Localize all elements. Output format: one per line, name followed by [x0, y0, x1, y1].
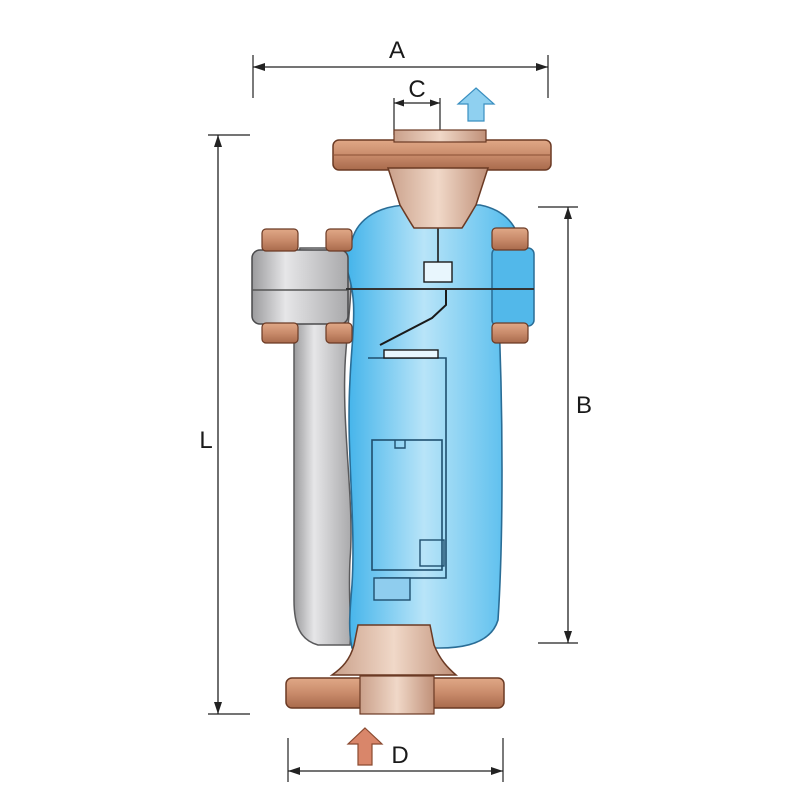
arrowhead-icon	[430, 99, 440, 107]
float-notch	[394, 440, 406, 449]
bolt-icon	[261, 322, 299, 344]
arrowhead-icon	[288, 767, 300, 775]
dimension-c: C	[393, 76, 441, 135]
float-counterweight	[419, 539, 445, 567]
dimension-d-label: D	[391, 742, 408, 769]
outlet-neck	[386, 167, 490, 229]
bolt-icon	[261, 228, 299, 252]
arrowhead-icon	[253, 63, 265, 71]
dimension-a: A	[252, 37, 549, 98]
inlet-flow-arrow-icon	[346, 727, 384, 766]
lever-bracket	[383, 349, 439, 359]
float-body	[371, 439, 443, 571]
bolt-icon	[491, 322, 529, 344]
arrowhead-icon	[564, 207, 572, 219]
dimension-b-label: B	[576, 392, 592, 419]
dimension-a-label: A	[389, 37, 405, 64]
inlet-bore	[359, 675, 435, 715]
arrowhead-icon	[491, 767, 503, 775]
outlet-raised-face	[393, 129, 487, 143]
arrowhead-icon	[536, 63, 548, 71]
outlet-flow-arrow-icon	[456, 87, 496, 122]
bolt-set	[261, 227, 529, 344]
bolt-icon	[325, 322, 353, 344]
arrowhead-icon	[564, 631, 572, 643]
lever-arm	[379, 290, 447, 346]
dimension-c-label: C	[408, 76, 425, 103]
cover-flange-grey	[251, 249, 349, 325]
inlet-neck	[329, 624, 458, 676]
arrowhead-icon	[214, 702, 222, 714]
bolt-icon	[325, 228, 353, 252]
inlet-nozzle	[373, 577, 411, 601]
orifice-seat	[423, 261, 453, 283]
dimension-b: B	[538, 206, 592, 644]
dimension-l-label: L	[199, 427, 212, 454]
arrowhead-icon	[394, 99, 404, 107]
arrowhead-icon	[214, 135, 222, 147]
cover-flange-blue	[491, 247, 535, 327]
air-release-valve	[251, 129, 552, 715]
dimension-d: D	[287, 738, 504, 782]
bolt-icon	[491, 227, 529, 251]
dimension-l: L	[199, 134, 250, 715]
